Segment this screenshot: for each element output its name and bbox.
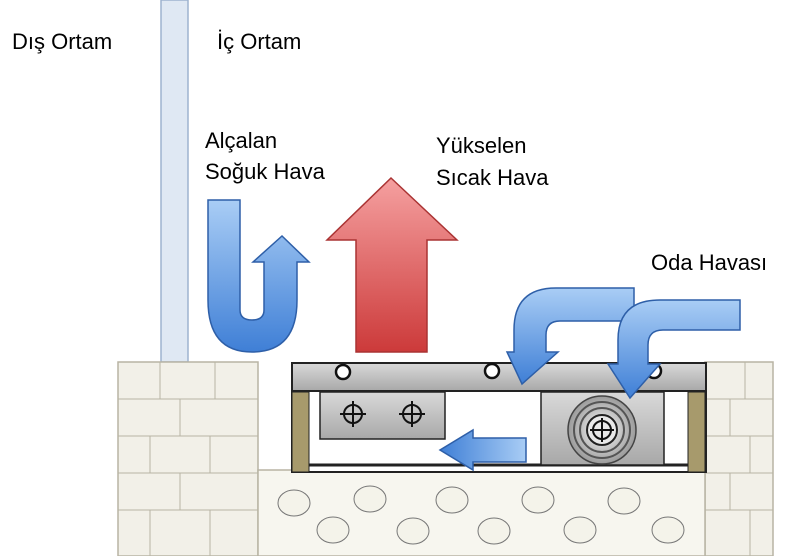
floor-screed (257, 469, 706, 556)
pipe-crosshair-icon (340, 401, 366, 427)
trench-post-right (687, 391, 706, 473)
room-air-arrow-1 (505, 287, 635, 386)
grille-screw-icon (334, 363, 352, 381)
falling-cold-air-label-line2: Soğuk Hava (205, 159, 325, 184)
falling-cold-air-label-line1: Alçalan (205, 128, 278, 153)
cold-air-u-arrow (207, 199, 311, 353)
warm-air-up-arrow (325, 176, 459, 353)
grille-screw-icon (483, 362, 501, 380)
fan-unit (540, 391, 665, 466)
fan-icon (567, 395, 637, 465)
rising-warm-air-label-line1: Yükselen (436, 133, 527, 158)
rising-warm-air-label-line2: Sıcak Hava (436, 165, 549, 190)
pipe-crosshair-icon (399, 401, 425, 427)
internal-flow-left-arrow (438, 428, 527, 472)
trench-post-left (291, 391, 310, 473)
heat-exchanger (319, 391, 446, 440)
room-air-label: Oda Havası (651, 250, 768, 275)
left-brick-wall (117, 361, 259, 556)
right-brick-wall (704, 361, 774, 556)
room-air-arrow-2 (606, 299, 741, 400)
outside-label: Dış Ortam (12, 29, 113, 54)
window-pane (160, 0, 189, 363)
inside-label: İç Ortam (217, 29, 302, 54)
